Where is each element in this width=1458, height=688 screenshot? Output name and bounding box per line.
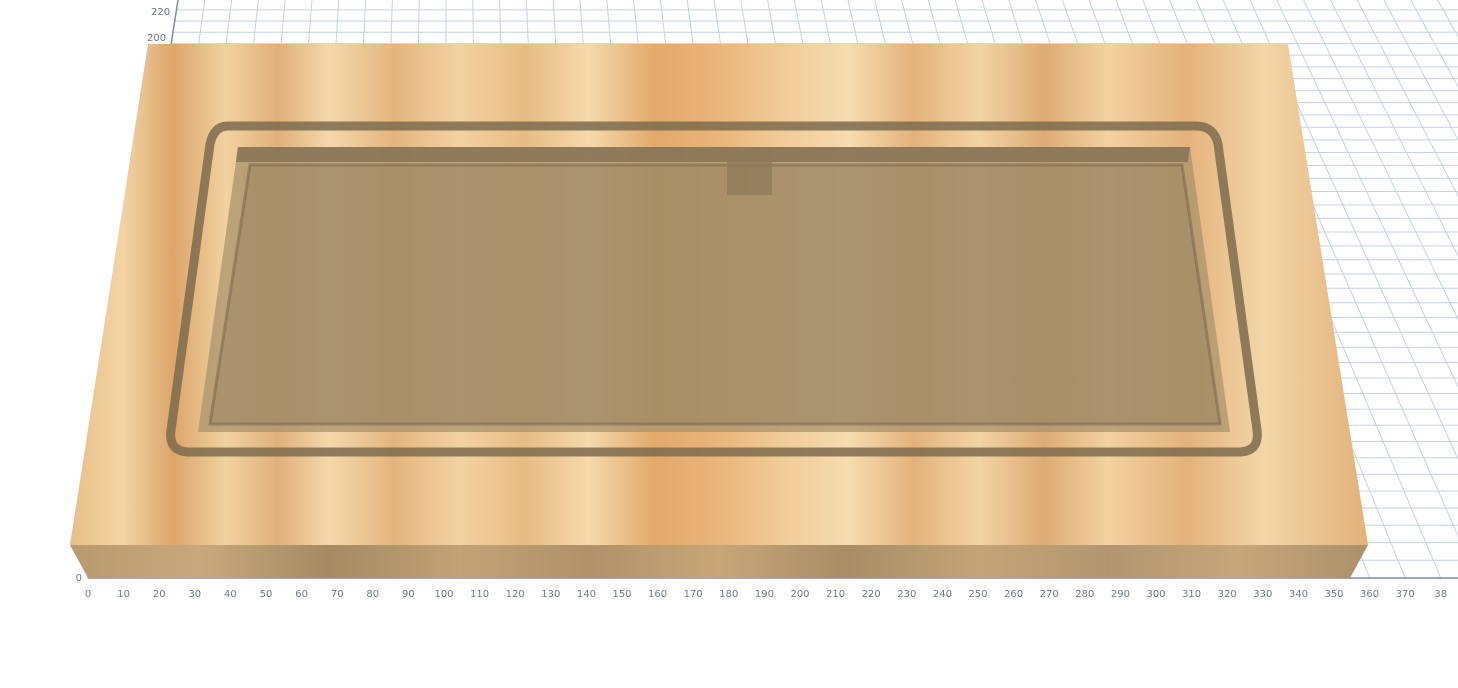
x-axis-tick-label: 310	[1182, 589, 1201, 600]
x-axis-tick-label: 30	[188, 589, 201, 600]
x-axis-tick-label: 340	[1289, 589, 1308, 600]
y-axis-tick-label: 220	[151, 7, 170, 18]
x-axis-tick-label: 110	[470, 589, 489, 600]
x-axis-tick-label: 50	[260, 589, 273, 600]
x-axis-tick-label: 40	[224, 589, 237, 600]
x-axis-tick-label: 210	[826, 589, 845, 600]
x-axis-tick-label: 320	[1218, 589, 1237, 600]
x-axis-tick-label: 270	[1040, 589, 1059, 600]
x-axis-tick-label: 280	[1075, 589, 1094, 600]
x-axis-tick-label: 60	[295, 589, 308, 600]
outer-groove	[166, 121, 1262, 457]
x-axis-tick-label: 360	[1360, 589, 1379, 600]
x-axis-tick-label: 80	[366, 589, 379, 600]
grid-line-vertical	[1383, 0, 1458, 141]
x-axis-tick-label: 10	[117, 589, 130, 600]
x-axis-tick-label: 350	[1324, 589, 1343, 600]
x-axis-labels: 0 10 20 30 40 50 60 70 80 90 100 110 120 130 140 150 160…	[85, 589, 1447, 600]
workpiece-front-face	[70, 545, 1368, 578]
grid-line-vertical	[1356, 0, 1458, 198]
pocket-ledge	[236, 147, 1190, 162]
x-axis-tick-label: 230	[897, 589, 916, 600]
x-axis-tick-label: 100	[434, 589, 453, 600]
x-axis-tick-label: 20	[153, 589, 166, 600]
x-axis-tick-label: 260	[1004, 589, 1023, 600]
x-axis-tick-label: 300	[1146, 589, 1165, 600]
grid-line-vertical	[1303, 0, 1458, 321]
y-axis-tick-label: 200	[147, 33, 166, 44]
pocket-floor-step	[208, 163, 1222, 426]
x-axis-tick-label: 330	[1253, 589, 1272, 600]
x-axis-tick-label: 0	[85, 589, 91, 600]
x-axis-tick-label: 130	[541, 589, 560, 600]
workpiece[interactable]	[70, 44, 1368, 578]
x-axis-tick-label: 290	[1111, 589, 1130, 600]
x-axis-tick-label: 140	[577, 589, 596, 600]
x-axis-tick-label: 170	[684, 589, 703, 600]
grid-line-vertical	[1276, 0, 1458, 388]
x-axis-tick-label: 160	[648, 589, 667, 600]
x-axis-tick-label: 370	[1396, 589, 1415, 600]
x-axis-tick-label: 250	[968, 589, 987, 600]
x-axis-tick-label: 120	[506, 589, 525, 600]
x-axis-tick-label: 150	[612, 589, 631, 600]
x-axis-tick-label: 38	[1434, 589, 1447, 600]
y-axis-tick-label: 0	[76, 573, 82, 584]
x-axis-tick-label: 190	[755, 589, 774, 600]
x-axis-tick-label: 220	[862, 589, 881, 600]
grid-line-vertical	[1329, 0, 1458, 257]
x-axis-tick-label: 70	[331, 589, 344, 600]
pocket-notch	[727, 150, 772, 195]
x-axis-tick-label: 180	[719, 589, 738, 600]
x-axis-tick-label: 90	[402, 589, 415, 600]
x-axis-tick-label: 200	[790, 589, 809, 600]
x-axis-tick-label: 240	[933, 589, 952, 600]
